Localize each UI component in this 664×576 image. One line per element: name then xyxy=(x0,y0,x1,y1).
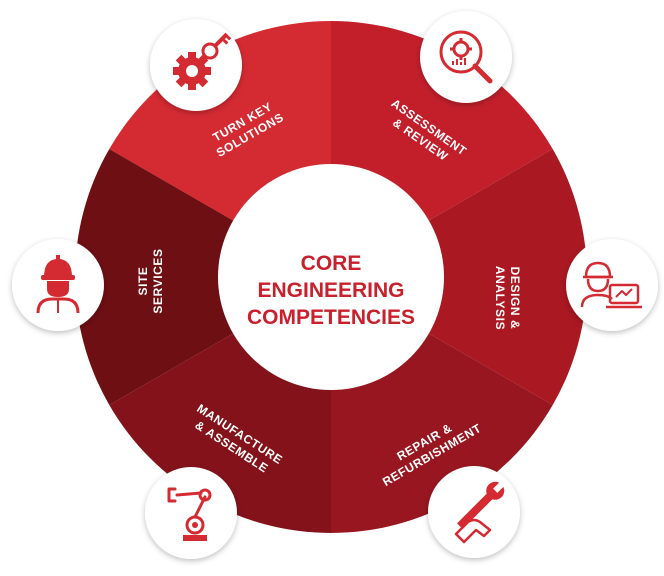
segment-design-analysis xyxy=(331,149,587,405)
label-site-services: SITE SERVICES xyxy=(136,248,165,313)
center-title-line-1: CORE xyxy=(301,252,362,275)
badge-site-services xyxy=(12,239,104,331)
badge-turn-key-solutions xyxy=(150,19,242,111)
center-title-line-2: ENGINEERING xyxy=(257,279,404,302)
center-circle xyxy=(218,164,444,390)
label-design-analysis: DESIGN & ANALYSIS xyxy=(493,266,522,330)
badge-manufacture-assemble xyxy=(145,467,237,559)
label-design-analysis-line-2: ANALYSIS xyxy=(493,266,507,330)
label-site-services-line-1: SITE xyxy=(136,266,150,295)
center-hub: CORE ENGINEERING COMPETENCIES xyxy=(218,164,444,390)
center-title-line-3: COMPETENCIES xyxy=(247,306,415,329)
badge-circle xyxy=(145,467,237,559)
worker-helmet-icon xyxy=(36,255,80,314)
badge-assessment-review xyxy=(420,11,512,103)
label-site-services-line-2: SERVICES xyxy=(151,248,165,313)
badge-design-analysis xyxy=(566,239,658,331)
magnifier-gear-icon xyxy=(439,30,493,84)
icon-badges xyxy=(12,11,658,559)
badge-repair-refurbishment xyxy=(428,466,520,558)
engineer-laptop-icon xyxy=(580,261,642,309)
segment-site-services xyxy=(75,149,331,405)
robot-arm-icon xyxy=(167,487,212,541)
hand-wrench-icon xyxy=(454,481,505,544)
label-design-analysis-line-1: DESIGN & xyxy=(508,267,522,330)
badge-circle xyxy=(420,11,512,103)
gear-key-icon xyxy=(173,32,232,90)
